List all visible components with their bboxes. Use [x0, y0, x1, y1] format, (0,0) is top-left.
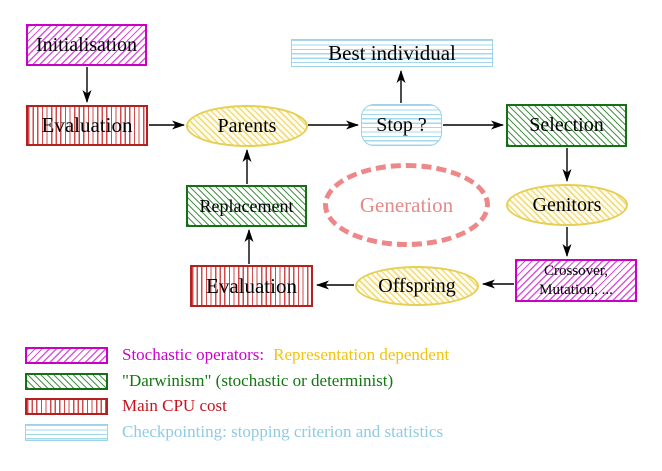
node-replacement: Replacement	[186, 185, 307, 227]
node-selection-label: Selection	[529, 114, 604, 136]
node-crossover-mutation: Crossover, Mutation, ...	[515, 259, 637, 302]
generation-label: Generation	[359, 192, 454, 217]
node-initialisation-label: Initialisation	[35, 33, 138, 56]
node-stop-label: Stop ?	[376, 113, 427, 136]
node-stop: Stop ?	[361, 104, 442, 146]
legend-label-main-cpu-cost: Main CPU cost	[122, 396, 227, 415]
legend-swatch-green-hatch	[25, 372, 108, 390]
node-evaluation-top: Evaluation	[26, 105, 148, 146]
node-replacement-label: Replacement	[199, 195, 294, 216]
node-initialisation: Initialisation	[26, 24, 147, 66]
node-evaluation-top-label: Evaluation	[41, 113, 133, 138]
legend-row-darwinism: "Darwinism" (stochastic or determinist)	[25, 371, 393, 391]
legend-row-checkpointing: Checkpointing: stopping criterion and st…	[25, 422, 443, 442]
node-offspring: Offspring	[355, 266, 479, 306]
legend-swatch-magenta-hatch	[25, 346, 108, 364]
node-parents: Parents	[186, 105, 308, 147]
legend-label-darwinism: "Darwinism" (stochastic or determinist)	[122, 371, 394, 390]
legend-label-representation-dependent: Representation dependent	[273, 345, 450, 364]
node-evaluation-bottom: Evaluation	[190, 265, 313, 307]
node-best-individual: Best individual	[291, 39, 493, 67]
legend-label-stochastic-operators: Stochastic operators:	[122, 345, 265, 364]
legend-label-checkpointing: Checkpointing: stopping criterion and st…	[122, 422, 444, 441]
legend-swatch-cyan-stripes	[25, 423, 108, 441]
node-parents-label: Parents	[217, 114, 277, 137]
node-offspring-label: Offspring	[378, 274, 456, 297]
node-genitors: Genitors	[506, 184, 628, 226]
legend-swatch-red-stripes	[25, 397, 108, 415]
generation-loop-ellipse: Generation	[323, 163, 490, 247]
node-evaluation-bottom-label: Evaluation	[206, 273, 297, 298]
node-best-individual-label: Best individual	[328, 40, 456, 65]
legend-row-main-cpu-cost: Main CPU cost	[25, 396, 227, 416]
node-selection: Selection	[506, 104, 627, 147]
node-crossover-mutation-label: Crossover, Mutation, ...	[539, 262, 613, 298]
node-genitors-label: Genitors	[532, 193, 602, 216]
legend-row-stochastic-operators: Stochastic operators: Representation dep…	[25, 345, 449, 365]
